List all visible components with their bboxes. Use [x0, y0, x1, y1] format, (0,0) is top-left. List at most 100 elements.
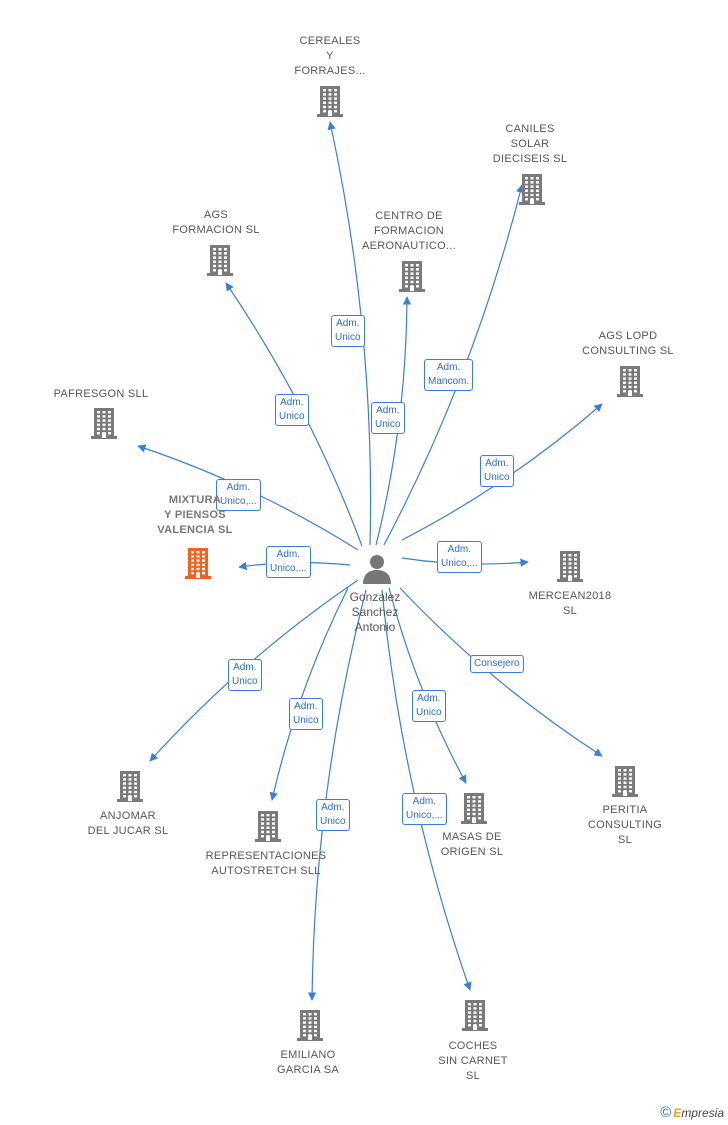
building-icon[interactable] [553, 549, 587, 583]
role-tag-line: Adm. [233, 662, 257, 673]
company-label-line: Y PIENSOS [164, 509, 226, 521]
edge-line [381, 589, 472, 991]
role-tag[interactable]: Adm. Unico [228, 659, 262, 691]
company-label-line: PAFRESGON SLL [53, 388, 149, 400]
role-tag-line: Adm. [412, 796, 437, 807]
company-label-line: FORMACION SL [172, 224, 260, 236]
company-label-line: MIXTURA [168, 494, 222, 506]
role-tag-line: Unico [279, 411, 305, 422]
building-icon[interactable] [203, 243, 237, 277]
company-label-line: MASAS DE [442, 831, 502, 843]
empresia-watermark: ©Empresia [660, 1104, 724, 1121]
company-label-line: AGS LOPD [598, 330, 658, 342]
role-tag-line: Unico [320, 816, 346, 827]
company-label-line: CENTRO DE [375, 210, 443, 222]
role-tag-line: Consejero [474, 658, 520, 669]
edge-line [269, 587, 349, 801]
role-tag-line: Unico [293, 715, 319, 726]
role-tag-line: Adm. [417, 693, 441, 704]
role-tag-line: Unico [232, 676, 258, 687]
role-tag[interactable]: Adm. Mancom. [424, 359, 474, 391]
role-tag-line: Adm. [336, 318, 360, 329]
company-label[interactable]: CEREALES Y FORRAJES... [255, 34, 405, 79]
building-icon[interactable] [457, 791, 491, 825]
building-icon[interactable] [395, 259, 429, 293]
building-icon[interactable] [181, 546, 215, 580]
company-label-line: CEREALES [299, 35, 361, 47]
center-person-name[interactable]: Gonzalez Sanchez Antonio [325, 590, 425, 635]
role-tag[interactable]: Adm. Unico [275, 394, 309, 426]
role-tag-line: Adm. [226, 482, 251, 493]
company-label-line: GARCIA SA [277, 1064, 339, 1076]
role-tag[interactable]: Adm.Unico [371, 402, 405, 434]
building-icon[interactable] [87, 406, 121, 440]
company-label-line: VALENCIA SL [157, 524, 233, 536]
company-label[interactable]: PAFRESGON SLL [26, 387, 176, 402]
building-icon[interactable] [458, 998, 492, 1032]
role-tag-line: Unico,... [270, 563, 307, 574]
person-icon[interactable] [360, 552, 394, 586]
role-tag-line: Unico [484, 472, 510, 483]
role-tag[interactable]: Adm. Unico,... [437, 541, 482, 573]
role-tag[interactable]: Adm.Unico,... [216, 479, 261, 511]
role-tag[interactable]: Consejero [470, 655, 524, 673]
role-tag-line: Mancom. [428, 376, 470, 387]
company-label[interactable]: AGS LOPD CONSULTING SL [553, 329, 703, 359]
brand-logo: Empresia [673, 1106, 724, 1120]
role-tag-line: Adm. [321, 802, 345, 813]
edge-line [399, 587, 603, 757]
role-tag-line: Adm. [485, 458, 509, 469]
company-label-line: Y [326, 50, 334, 62]
company-label-line: DIECISEIS SL [492, 153, 568, 165]
role-tag[interactable]: Adm. Unico [412, 690, 446, 722]
role-tag-line: Unico,... [441, 558, 478, 569]
company-label-line: ANJOMAR [100, 810, 156, 822]
role-tag[interactable]: Adm. Unico [331, 315, 365, 347]
company-label-line: SIN CARNET [438, 1055, 508, 1067]
company-label-line: SL [617, 834, 633, 846]
role-tag[interactable]: Adm. Unico [480, 455, 514, 487]
role-tag-line: Adm. [294, 701, 318, 712]
role-tag[interactable]: Adm. Unico [316, 799, 350, 831]
company-label-line: AERONAUTICO... [361, 240, 457, 252]
building-icon[interactable] [293, 1008, 327, 1042]
building-icon[interactable] [313, 84, 347, 118]
company-label-line: SL [562, 605, 578, 617]
company-label[interactable]: PERITIA CONSULTING SL [550, 803, 700, 848]
role-tag-line: Unico [335, 332, 361, 343]
role-tag-line: Unico [416, 707, 442, 718]
building-icon[interactable] [613, 364, 647, 398]
company-label[interactable]: MIXTURA Y PIENSOS VALENCIA SL [120, 493, 270, 538]
role-tag-line: Adm. [376, 405, 400, 416]
role-tag-line: Adm. [280, 397, 304, 408]
company-label[interactable]: CENTRO DE FORMACION AERONAUTICO... [334, 209, 484, 254]
company-label-line: CANILES [505, 123, 555, 135]
role-tag[interactable]: Adm. Unico [289, 698, 323, 730]
company-label-line: EMILIANO [280, 1049, 336, 1061]
building-icon[interactable] [608, 764, 642, 798]
company-label-line: FORRAJES... [294, 65, 366, 77]
role-tag-line: Adm. [447, 544, 472, 555]
company-label-line: FORMACION [374, 225, 444, 237]
role-tag-line: Adm. [436, 362, 461, 373]
building-icon[interactable] [113, 769, 147, 803]
company-label-line: CONSULTING [587, 819, 663, 831]
building-icon[interactable] [515, 172, 549, 206]
center-name-line: Gonzalez [349, 590, 401, 604]
company-label-line: AUTOSTRETCH SLL [211, 865, 321, 877]
building-icon[interactable] [251, 809, 285, 843]
role-tag-line: Adm. [276, 549, 301, 560]
company-label-line: PERITIA [602, 804, 648, 816]
role-tag[interactable]: Adm. Unico,... [266, 546, 311, 578]
company-label-line: CONSULTING SL [582, 345, 674, 357]
center-name-line: Sanchez [351, 605, 399, 619]
company-label[interactable]: EMILIANO GARCIA SA [233, 1048, 383, 1078]
role-tag[interactable]: Adm.Unico,... [402, 793, 447, 825]
